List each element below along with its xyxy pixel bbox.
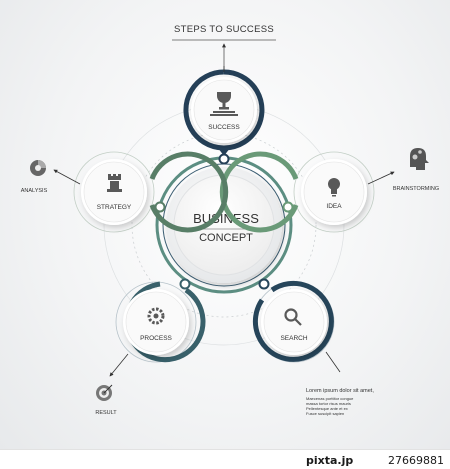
result-item: RESULT (95, 384, 117, 416)
step-label-process: PROCESS (140, 335, 172, 342)
step-label-idea: IDEA (326, 203, 342, 210)
step-label-search: SEARCH (280, 335, 307, 342)
watermark-id: 27669881 (388, 454, 444, 467)
analysis-item: ANALYSIS (21, 160, 48, 194)
step-search[interactable]: SEARCH (252, 278, 335, 363)
title: STEPS TO SUCCESS (174, 24, 274, 35)
trophy-icon (210, 92, 238, 116)
process-node-dot (179, 278, 191, 290)
search-node-dot (258, 278, 270, 290)
title-group: STEPS TO SUCCESS (172, 24, 276, 72)
watermark-bar: pixta.jp 27669881 (0, 449, 450, 469)
step-success[interactable]: SUCCESS (183, 69, 265, 165)
strategy-node-dot (154, 201, 166, 213)
magnifier-icon (284, 308, 302, 326)
lightbulb-icon (328, 178, 340, 197)
note-line-2: massa tortor risus mauris (306, 401, 351, 406)
outer-connectors (53, 66, 395, 377)
brainstorming-label: BRAINSTORMING (393, 186, 439, 192)
gear-icon (147, 307, 165, 325)
step-strategy[interactable]: STRATEGY (73, 151, 229, 233)
note-block: Lorem ipsum dolor sit amet, Maecenas por… (306, 388, 374, 416)
step-label-strategy: STRATEGY (97, 204, 132, 211)
step-process[interactable]: PROCESS (115, 278, 206, 363)
idea-node-dot (282, 201, 294, 213)
success-node-dot (218, 153, 230, 165)
target-icon (96, 384, 113, 401)
watermark-brand: pixta.jp (306, 454, 353, 467)
note-heading: Lorem ipsum dolor sit amet, (306, 388, 374, 394)
analysis-label: ANALYSIS (21, 188, 48, 194)
note-line-3: Pellentesque ante et ex (306, 406, 348, 411)
pie-chart-icon (30, 160, 46, 176)
chess-rook-icon (107, 174, 122, 192)
note-line-1: Maecenas porttitor congue (306, 396, 354, 401)
step-label-success: SUCCESS (208, 124, 240, 131)
center-title-line2: CONCEPT (199, 232, 253, 244)
brainstorming-item: BRAINSTORMING (393, 148, 439, 192)
watermark: pixta.jp 27669881 (306, 454, 444, 467)
step-idea[interactable]: IDEA (219, 151, 375, 233)
result-label: RESULT (95, 410, 117, 416)
note-line-4: Fusce suscipit sapien (306, 411, 344, 416)
head-gears-icon (410, 148, 429, 170)
